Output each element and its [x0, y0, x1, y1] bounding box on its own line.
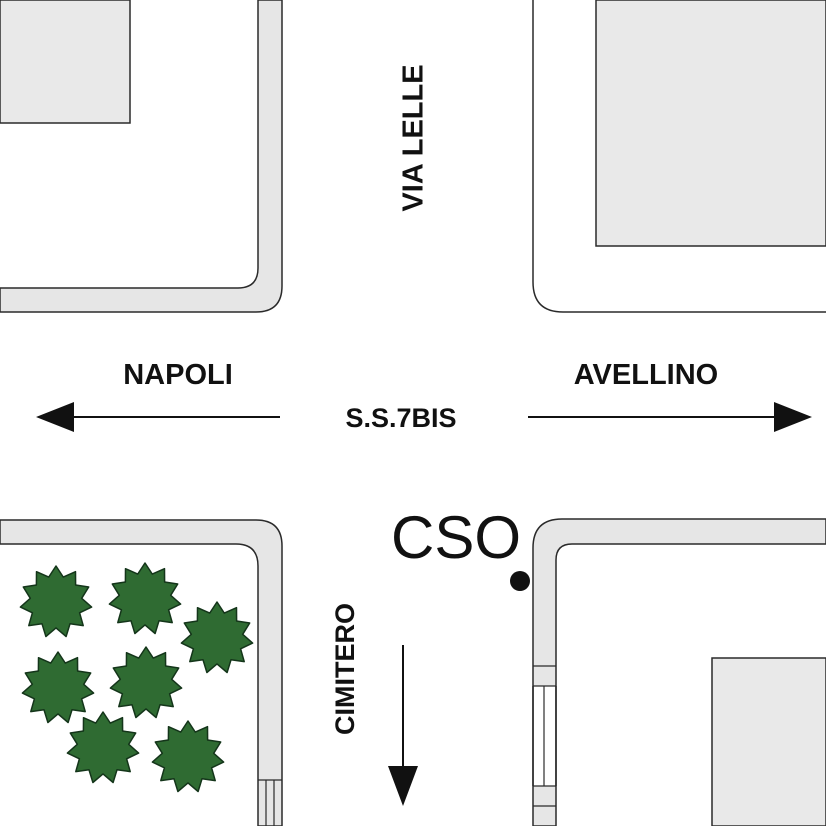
tree-icon: [180, 601, 254, 674]
tree-icon: [21, 651, 95, 724]
arrow-down-icon: [388, 645, 418, 806]
label-cimitero: CIMITERO: [330, 603, 360, 735]
tree-icon: [66, 711, 140, 784]
building-block-top-left: [0, 0, 131, 124]
sidewalk-bottom-left: [0, 519, 283, 826]
tree-icon: [19, 565, 93, 638]
sidewalk-top-left: [0, 0, 283, 313]
tree-group: [19, 562, 254, 793]
tree-icon: [109, 646, 183, 719]
sidewalk-bottom-right: [532, 518, 826, 826]
building-block-top-right: [595, 0, 826, 247]
arrow-right-icon: [528, 402, 812, 432]
label-cso: CSO: [391, 504, 521, 571]
building-block-bottom-right: [711, 657, 826, 826]
label-avellino: AVELLINO: [574, 359, 718, 391]
cso-marker-icon: [510, 571, 530, 591]
curb-top-right: [532, 0, 826, 313]
tree-icon: [151, 720, 225, 793]
label-ss7bis: S.S.7BIS: [345, 403, 456, 433]
label-napoli: NAPOLI: [123, 359, 233, 391]
arrow-left-icon: [36, 402, 280, 432]
label-via-lelle: VIA LELLE: [398, 64, 430, 211]
tree-icon: [108, 562, 182, 635]
